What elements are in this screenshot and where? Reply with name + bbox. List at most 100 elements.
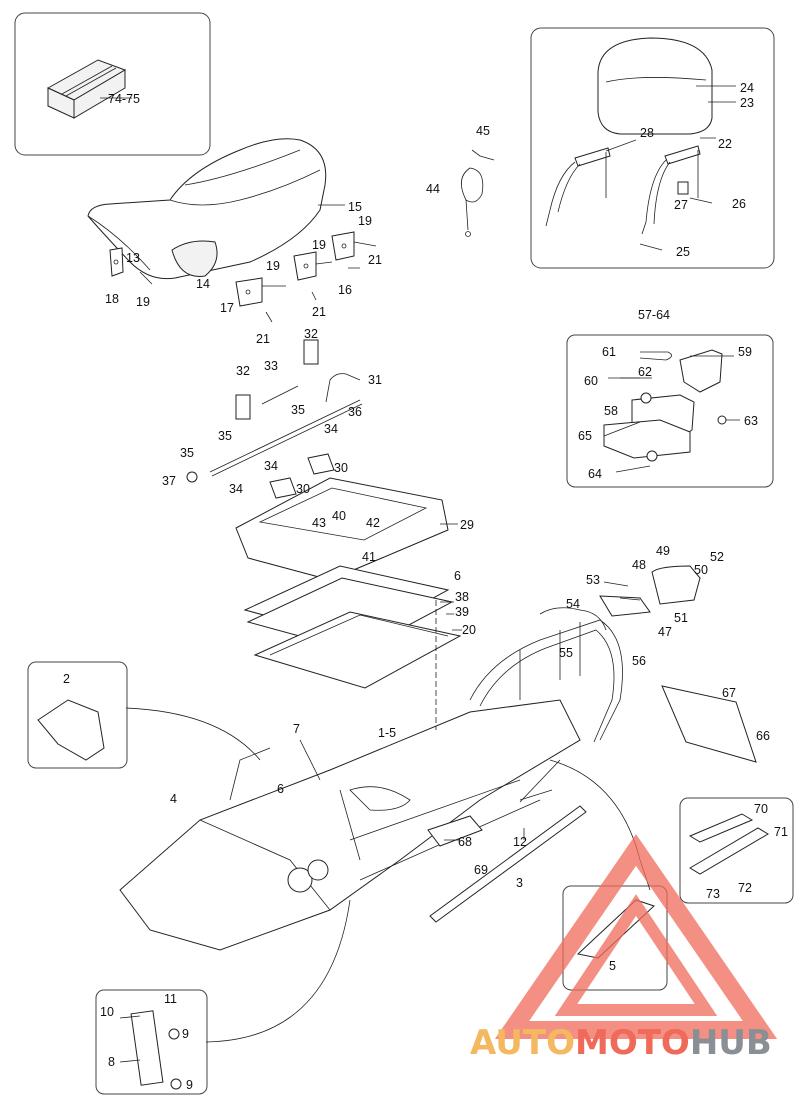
callout-67: 67 <box>722 686 736 700</box>
callout-34: 34 <box>229 482 243 496</box>
callout-9: 9 <box>186 1078 193 1092</box>
part-2-bracket <box>37 699 105 761</box>
callout-10: 10 <box>100 1005 114 1019</box>
callout-21: 21 <box>312 305 326 319</box>
callout-40: 40 <box>332 509 346 523</box>
callout-6: 6 <box>454 569 461 583</box>
callout-34: 34 <box>324 422 338 436</box>
parts-8-11 <box>119 1010 182 1090</box>
parts-70-71 <box>688 813 769 875</box>
hitch-part <box>603 349 727 473</box>
callout-15: 15 <box>348 200 362 214</box>
callout-45: 45 <box>476 124 490 138</box>
callout-21: 21 <box>256 332 270 346</box>
callout-14: 14 <box>196 277 210 291</box>
callout-19: 19 <box>358 214 372 228</box>
callout-32: 32 <box>304 327 318 341</box>
callout-17: 17 <box>220 301 234 315</box>
callout-24: 24 <box>740 81 754 95</box>
callout-20: 20 <box>462 623 476 637</box>
callout-7: 7 <box>293 722 300 736</box>
callout-29: 29 <box>460 518 474 532</box>
callout-56: 56 <box>632 654 646 668</box>
storage-tray-part <box>235 477 449 581</box>
callout-61: 61 <box>602 345 616 359</box>
inset-box-seat-cover <box>14 12 211 156</box>
callout-35: 35 <box>218 429 232 443</box>
callout-50: 50 <box>694 563 708 577</box>
callout-22: 22 <box>718 137 732 151</box>
callout-42: 42 <box>366 516 380 530</box>
watermark-part-auto: AUTO <box>470 1023 575 1063</box>
callout-32: 32 <box>236 364 250 378</box>
callout-30: 30 <box>334 461 348 475</box>
callout-28: 28 <box>640 126 654 140</box>
rail-part <box>429 789 587 923</box>
callout-73: 73 <box>706 887 720 901</box>
callout-1-5: 1-5 <box>378 726 396 740</box>
callout-48: 48 <box>632 558 646 572</box>
seat-linkage <box>186 339 363 499</box>
callout-12: 12 <box>513 835 527 849</box>
rear-rack <box>469 565 701 743</box>
callout-11: 11 <box>164 992 177 1006</box>
callout-26: 26 <box>732 197 746 211</box>
callout-71: 71 <box>774 825 788 839</box>
watermark-part-moto: MOTO <box>575 1023 690 1063</box>
callout-65: 65 <box>578 429 592 443</box>
connector-line-2 <box>125 707 261 761</box>
callout-19: 19 <box>312 238 326 252</box>
callout-60: 60 <box>584 374 598 388</box>
inset-box-70-73 <box>679 797 794 904</box>
callout-18: 18 <box>105 292 119 306</box>
inset-box-hitch <box>566 334 774 488</box>
callout-6: 6 <box>277 782 284 796</box>
chassis-part <box>119 699 581 951</box>
tray-plates <box>243 565 462 689</box>
seat-part <box>87 138 327 280</box>
callout-39: 39 <box>455 605 469 619</box>
callout-8: 8 <box>108 1055 115 1069</box>
callout-25: 25 <box>676 245 690 259</box>
callout-30: 30 <box>296 482 310 496</box>
callout-37: 37 <box>162 474 176 488</box>
callout-35: 35 <box>291 403 305 417</box>
seat-brackets <box>109 231 377 323</box>
backrest-part <box>545 37 713 251</box>
inset-box-backrest <box>530 27 775 269</box>
callout-44: 44 <box>426 182 440 196</box>
callout-9: 9 <box>182 1027 189 1041</box>
callout-53: 53 <box>586 573 600 587</box>
watermark-part-hub: HUB <box>690 1023 772 1063</box>
callout-41: 41 <box>362 550 376 564</box>
mud-flap-part <box>661 685 757 763</box>
callout-23: 23 <box>740 96 754 110</box>
watermark-text: AUTOMOTOHUB <box>470 1023 772 1063</box>
callout-4: 4 <box>170 792 177 806</box>
connector-line-8-11 <box>205 899 351 1043</box>
callout-59: 59 <box>738 345 752 359</box>
callout-70: 70 <box>754 802 768 816</box>
callout-74-75: 74-75 <box>108 92 140 106</box>
callout-72: 72 <box>738 881 752 895</box>
callout-68: 68 <box>458 835 472 849</box>
callout-31: 31 <box>368 373 382 387</box>
callout-19: 19 <box>266 259 280 273</box>
callout-58: 58 <box>604 404 618 418</box>
callout-38: 38 <box>455 590 469 604</box>
callout-66: 66 <box>756 729 770 743</box>
callout-69: 69 <box>474 863 488 877</box>
callout-54: 54 <box>566 597 580 611</box>
callout-27: 27 <box>674 198 688 212</box>
callout-16: 16 <box>338 283 352 297</box>
inset-box-part-2 <box>27 661 128 769</box>
callout-57-64: 57-64 <box>638 308 670 322</box>
strap-part <box>461 149 495 237</box>
callout-51: 51 <box>674 611 688 625</box>
callout-36: 36 <box>348 405 362 419</box>
callout-19: 19 <box>136 295 150 309</box>
callout-3: 3 <box>516 876 523 890</box>
callout-21: 21 <box>368 253 382 267</box>
watermark-logo <box>494 834 778 1039</box>
